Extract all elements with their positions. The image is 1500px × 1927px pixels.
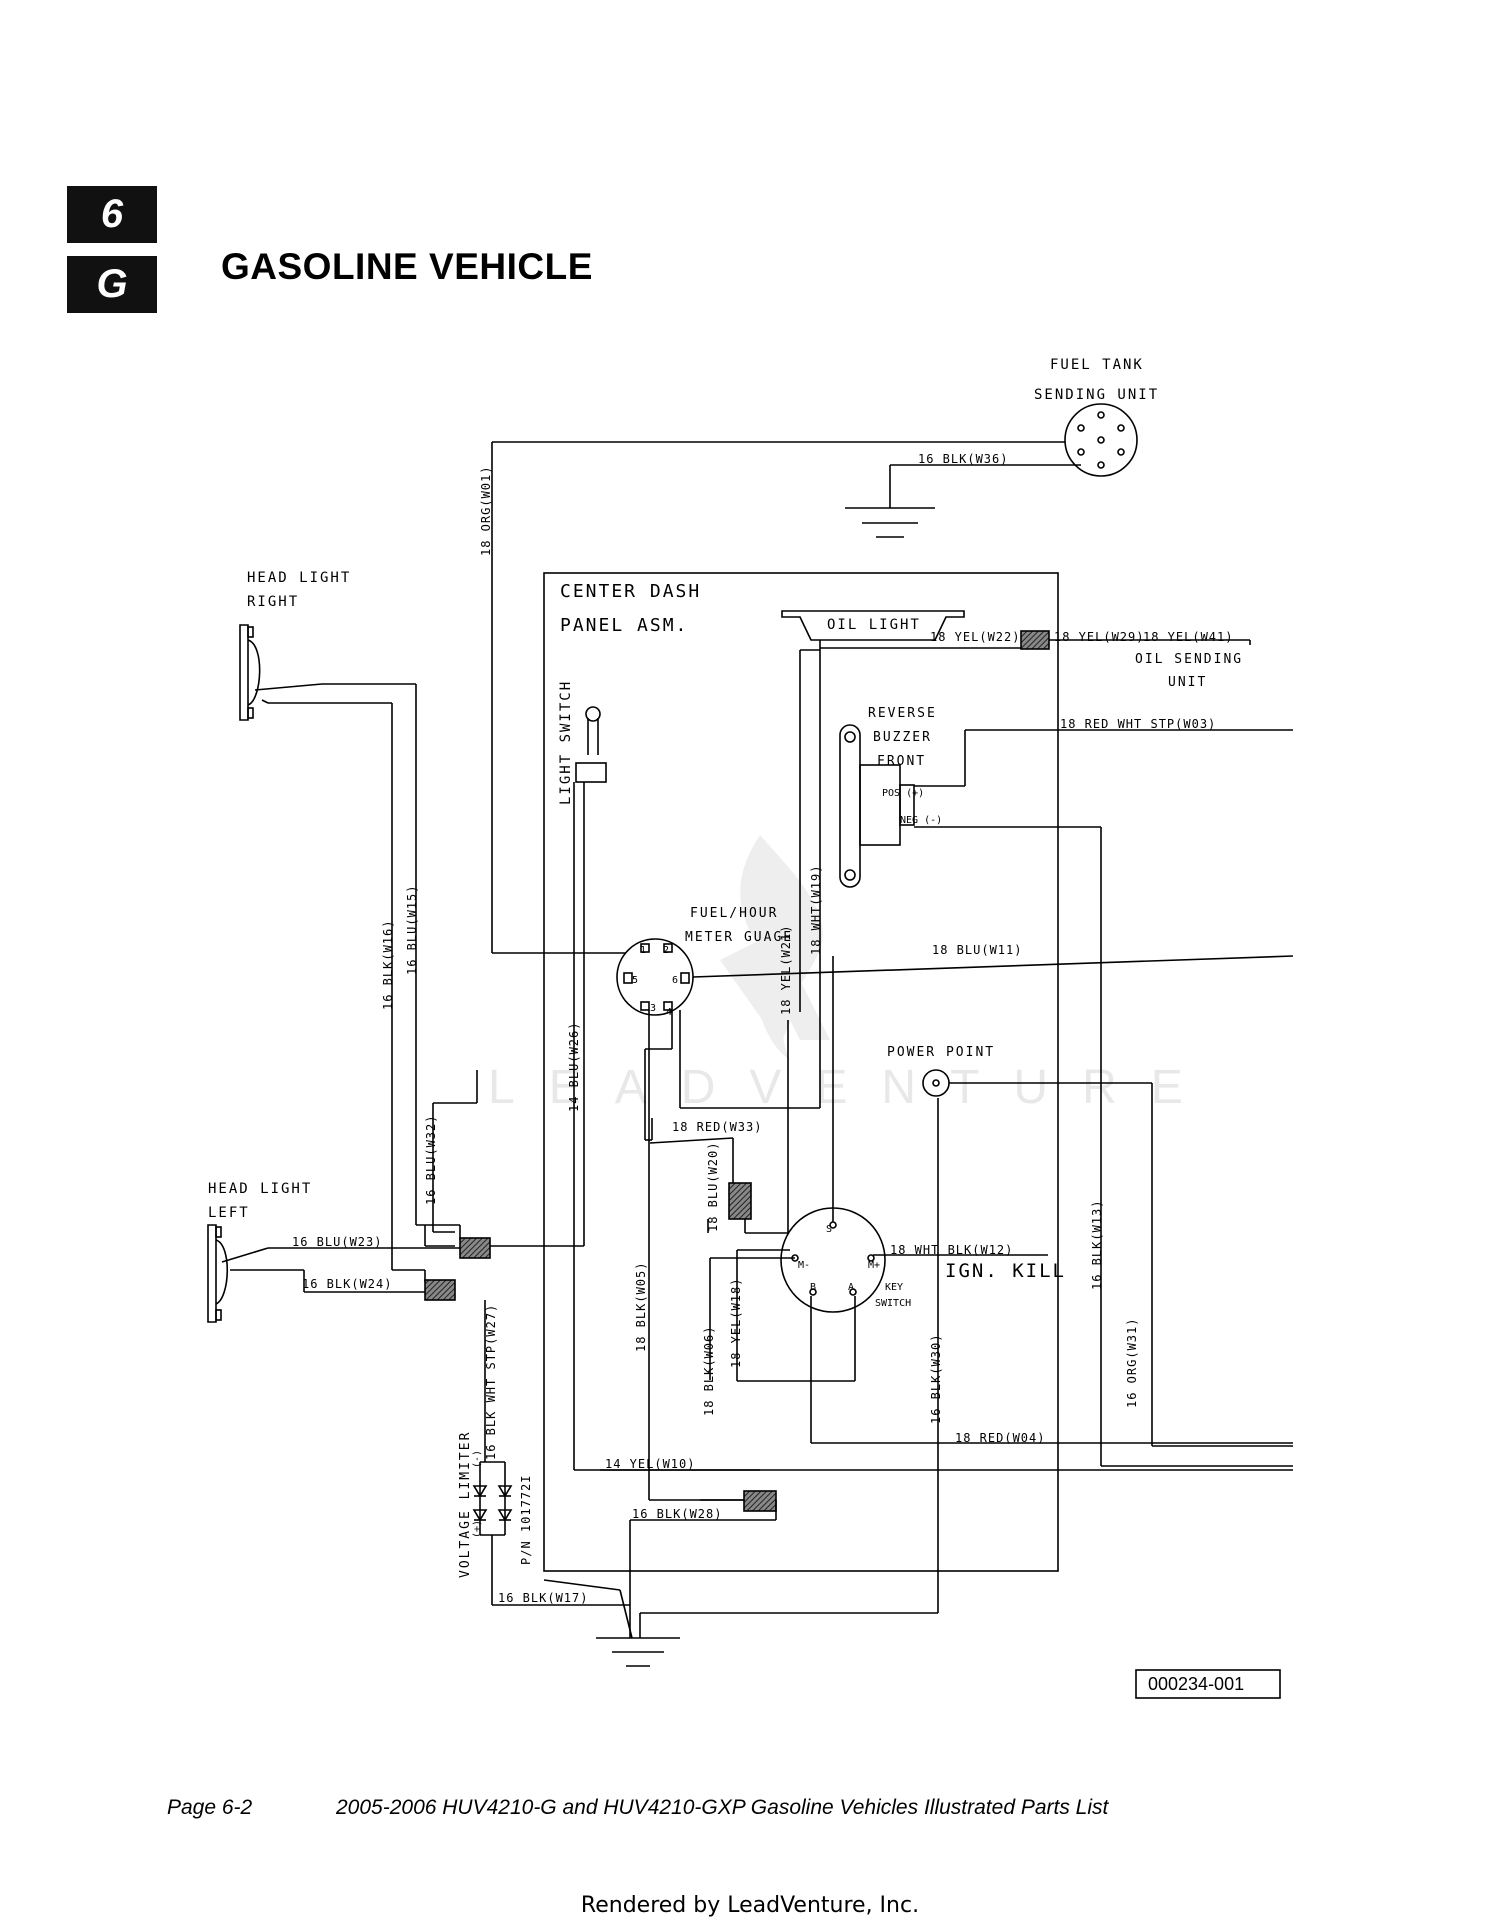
part-number-label: P/N 101772I: [519, 1475, 533, 1565]
meter-terminal-4: 4: [666, 1007, 672, 1018]
key-terminal-m-minus: M-: [798, 1260, 810, 1271]
meter-terminal-5: 5: [632, 975, 638, 986]
light-switch-label: LIGHT SWITCH: [558, 680, 574, 805]
fuel-tank-label-line1: FUEL TANK: [1050, 357, 1144, 373]
wire-w24-label: 16 BLK(W24): [302, 1277, 392, 1291]
key-terminal-s: S: [826, 1224, 832, 1235]
wire-w17-label: 16 BLK(W17): [498, 1591, 588, 1605]
key-switch-label-line1: KEY: [885, 1282, 903, 1293]
meter-label-line2: METER GUAGE: [685, 930, 793, 945]
wire-w04-label: 18 RED(W04): [955, 1431, 1045, 1445]
footer-document-title: 2005-2006 HUV4210-G and HUV4210-GXP Gaso…: [336, 1796, 1109, 1819]
drawing-number: 000234-001: [1148, 1674, 1244, 1694]
voltage-limiter-label: VOLTAGE LIMITER: [458, 1431, 473, 1578]
meter-terminal-6: 6: [672, 975, 678, 986]
wire-w32-label: 16 BLU(W32): [424, 1115, 438, 1205]
wire-w31-label: 16 ORG(W31): [1125, 1318, 1139, 1408]
wire-w23-label: 16 BLU(W23): [292, 1235, 382, 1249]
head-light-left: [207, 1224, 217, 1323]
light-switch: [575, 706, 607, 783]
key-switch-label-line2: SWITCH: [875, 1298, 911, 1309]
rendered-by-credit: Rendered by LeadVenture, Inc.: [580, 1893, 920, 1918]
wire-w26-label: 14 BLU(W26): [567, 1022, 581, 1112]
wire-w19-label: 18 WHT(W19): [809, 865, 823, 955]
diagram-labels: FUEL TANK SENDING UNIT 16 BLK(W36) 18 OR…: [208, 357, 1244, 1694]
center-dash-panel: [543, 572, 1059, 1572]
fuel-tank-label-line2: SENDING UNIT: [1034, 387, 1159, 403]
reverse-buzzer: [839, 724, 861, 888]
limiter-minus-label: (-): [472, 1450, 483, 1468]
wire-w11-label: 18 BLU(W11): [932, 943, 1022, 957]
limiter-plus-label: (+): [472, 1520, 483, 1538]
oil-light: [781, 610, 965, 641]
key-terminal-b: B: [810, 1282, 816, 1293]
head-light-left-label-line2: LEFT: [208, 1205, 250, 1221]
wire-w18-label: 18 YEL(W18): [729, 1278, 743, 1368]
meter-label-line1: FUEL/HOUR: [690, 906, 778, 921]
ign-kill-label: IGN. KILL: [945, 1260, 1066, 1282]
wire-w12-label: 18 WHT BLK(W12): [890, 1243, 1013, 1257]
watermark-logo: [720, 835, 830, 1060]
wire-w20-label: 18 BLU(W20): [706, 1142, 720, 1232]
wire-w10-label: 14 YEL(W10): [605, 1457, 695, 1471]
reverse-buzzer-label-line1: REVERSE: [868, 706, 937, 721]
power-point-label: POWER POINT: [887, 1045, 995, 1060]
head-light-right: [239, 624, 249, 721]
buzzer-pos-label: POS (+): [882, 788, 924, 799]
meter-terminal-3: 3: [650, 1003, 656, 1014]
wire-w27-label: 16 BLK WHT STP(W27): [484, 1304, 498, 1460]
wire-w28-label: 16 BLK(W28): [632, 1507, 722, 1521]
wire-w06-label: 18 BLK(W06): [702, 1326, 716, 1416]
wire-w13-label: 16 BLK(W13): [1090, 1200, 1104, 1290]
wire-w01-label: 18 ORG(W01): [479, 466, 493, 556]
wire-w22-label: 18 YEL(W22): [930, 630, 1020, 644]
power-point: [922, 1069, 950, 1097]
buzzer-neg-label: NEG (-): [900, 815, 942, 826]
head-light-left-label-line1: HEAD LIGHT: [208, 1181, 312, 1197]
wire-w29-label: 18 YEL(W29): [1054, 630, 1144, 644]
head-light-right-label-line1: HEAD LIGHT: [247, 570, 351, 586]
reverse-buzzer-label-line2: BUZZER: [873, 730, 932, 745]
oil-sending-label-line2: UNIT: [1168, 675, 1207, 690]
footer-page-number: Page 6-2: [167, 1796, 253, 1819]
reverse-buzzer-label-line3: FRONT: [877, 754, 926, 769]
wire-w16-label: 16 BLK(W16): [381, 920, 395, 1010]
drawing-number-box: [1135, 1669, 1281, 1699]
oil-light-label: OIL LIGHT: [827, 617, 921, 633]
wire-w30-label: 16 BLK(W30): [929, 1334, 943, 1424]
wire-w33-label: 18 RED(W33): [672, 1120, 762, 1134]
fuel-tank-sending-unit: [1064, 403, 1138, 477]
wire-w15-label: 16 BLU(W15): [405, 885, 419, 975]
voltage-limiter: [472, 1462, 513, 1536]
meter-terminal-2: 2: [663, 945, 669, 956]
center-dash-label-line2: PANEL ASM.: [560, 615, 688, 636]
wire-w36-label: 16 BLK(W36): [918, 452, 1008, 466]
wire-w21-label: 18 YEL(W21): [779, 925, 793, 1015]
page-title: GASOLINE VEHICLE: [221, 246, 593, 287]
wire-w03-label: 18 RED WHT STP(W03): [1060, 717, 1216, 731]
watermark: LEADVENTURE: [488, 1061, 1217, 1114]
oil-sending-label-line1: OIL SENDING: [1135, 652, 1243, 667]
meter-terminal-1: 1: [640, 945, 646, 956]
key-terminal-m-plus: M+: [868, 1260, 880, 1271]
wire-w41-label: 18 YEL(W41): [1143, 630, 1233, 644]
section-number-tab: 6: [67, 186, 157, 243]
wire-w05-label: 18 BLK(W05): [634, 1262, 648, 1352]
head-light-right-label-line2: RIGHT: [247, 594, 299, 610]
key-terminal-a: A: [848, 1282, 854, 1293]
section-letter-tab: G: [67, 256, 157, 313]
center-dash-label-line1: CENTER DASH: [560, 581, 701, 602]
